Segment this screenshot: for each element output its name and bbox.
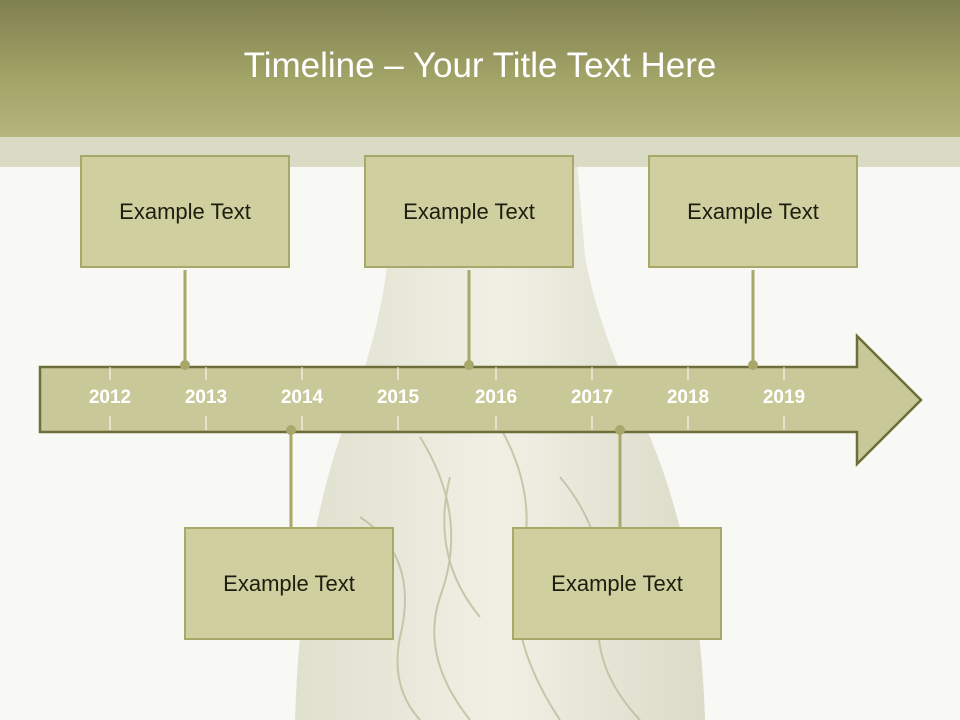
event-label: Example Text: [403, 198, 535, 224]
timeline-arrow: [38, 332, 923, 468]
year-label-2012: 2012: [89, 387, 131, 408]
event-box-top-2[interactable]: Example Text: [364, 155, 574, 268]
connector-dot-bottom-1: [286, 425, 296, 435]
connector-dot-top-2: [464, 360, 474, 370]
event-label: Example Text: [551, 570, 683, 596]
event-box-bottom-1[interactable]: Example Text: [184, 527, 394, 640]
year-label-2017: 2017: [571, 387, 613, 408]
event-label: Example Text: [223, 570, 355, 596]
year-label-2014: 2014: [281, 387, 324, 408]
year-label-2013: 2013: [185, 387, 227, 408]
event-box-top-1[interactable]: Example Text: [80, 155, 290, 268]
year-label-2016: 2016: [475, 387, 517, 408]
event-label: Example Text: [687, 198, 819, 224]
year-label-2018: 2018: [667, 387, 709, 408]
event-box-top-3[interactable]: Example Text: [648, 155, 858, 268]
year-label-2019: 2019: [763, 387, 805, 408]
connector-dot-top-3: [748, 360, 758, 370]
event-label: Example Text: [119, 198, 251, 224]
slide-title: Timeline – Your Title Text Here: [243, 46, 717, 85]
connector-dot-bottom-2: [615, 425, 625, 435]
event-box-bottom-2[interactable]: Example Text: [512, 527, 722, 640]
year-label-2015: 2015: [377, 387, 420, 408]
title-bar: [0, 0, 960, 137]
connector-dot-top-1: [180, 360, 190, 370]
